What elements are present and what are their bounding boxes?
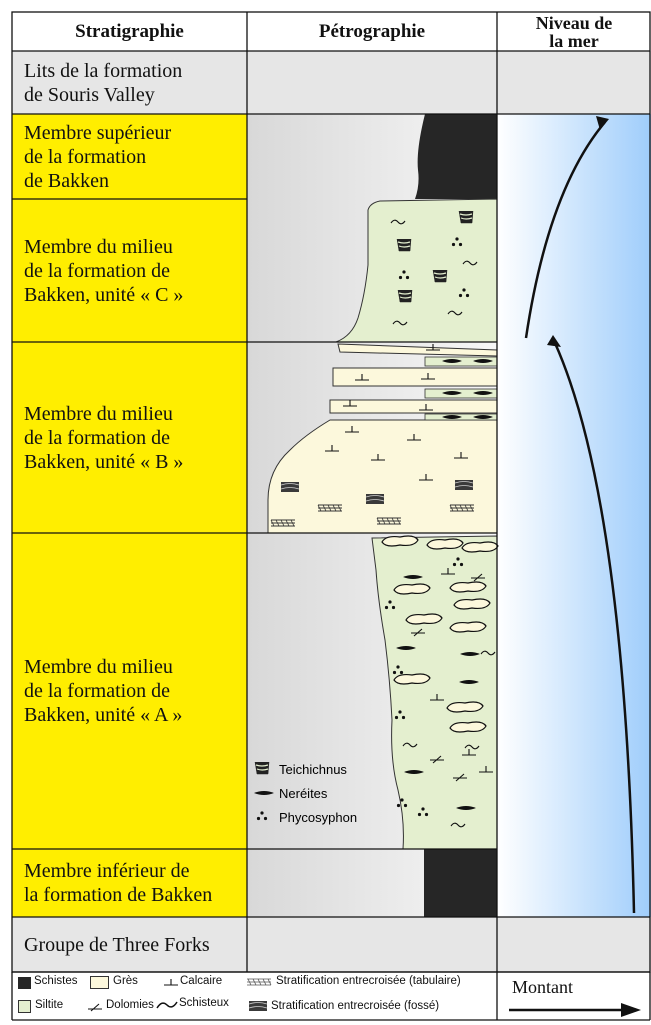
table-grid xyxy=(11,11,651,1021)
header-petrography: Pétrographie xyxy=(247,12,497,51)
unit-souris-valley: Lits de la formation de Souris Valley xyxy=(12,51,247,114)
unit-middle-bakken-b: Membre du milieu de la formation de Bakk… xyxy=(12,342,247,533)
header-sea-level-text: Niveau de la mer xyxy=(535,12,613,51)
legend-sandstone-label: Grès xyxy=(113,975,138,987)
sea-level-arrow-upper xyxy=(596,116,609,130)
legend-dolomite-icon xyxy=(88,1003,102,1012)
petro-souris-row xyxy=(247,51,497,114)
phycosyphon-label: Phycosyphon xyxy=(279,810,357,825)
unit-a-siltstone xyxy=(371,535,498,850)
sea-level-curve-upper xyxy=(524,121,606,339)
legend-siltstone-swatch xyxy=(18,1000,31,1013)
legend-sandstone-swatch xyxy=(90,976,109,989)
teichichnus-icon xyxy=(254,761,270,775)
header-sea-level: Niveau de la mer xyxy=(497,12,651,51)
legend-shale-label: Schistes xyxy=(34,975,78,987)
legend-trough-label: Stratification entrecroisée (fossé) xyxy=(271,1000,440,1012)
rising-arrow-icon xyxy=(509,1003,641,1017)
lower-bakken-shale xyxy=(424,849,497,917)
legend-shale-swatch xyxy=(18,977,31,989)
trace-fossil-legend: Teichichnus Neréites Phycosyphon xyxy=(254,761,357,825)
unit-b-layer-2 xyxy=(332,367,498,387)
unit-middle-bakken-a: Membre du milieu de la formation de Bakk… xyxy=(12,533,247,849)
unit-upper-bakken-label: Membre supérieur de la formation de Bakk… xyxy=(24,121,172,192)
unit-lower-bakken-label: Membre inférieur de la formation de Bakk… xyxy=(24,860,213,906)
unit-three-forks: Groupe de Three Forks xyxy=(12,917,247,972)
legend-limestone-label: Calcaire xyxy=(180,975,223,987)
legend-siltstone-label: Siltite xyxy=(35,999,64,1011)
unit-middle-bakken-a-label: Membre du milieu de la formation de Bakk… xyxy=(24,656,183,726)
unit-souris-valley-label: Lits de la formation de Souris Valley xyxy=(24,59,183,106)
unit-middle-bakken-c: Membre du milieu de la formation de Bakk… xyxy=(12,199,247,342)
unit-c-siltstone xyxy=(335,198,498,343)
unit-lower-bakken: Membre inférieur de la formation de Bakk… xyxy=(12,849,247,917)
unit-middle-bakken-c-label: Membre du milieu de la formation de Bakk… xyxy=(24,235,184,306)
unit-three-forks-label: Groupe de Three Forks xyxy=(24,933,210,956)
legend-shaly-icon xyxy=(156,1001,178,1009)
header-stratigraphy-text: Stratigraphie xyxy=(75,21,184,42)
legend-shaly-label: Schisteux xyxy=(179,997,229,1009)
unit-upper-bakken: Membre supérieur de la formation de Bakk… xyxy=(12,114,247,199)
sea-bottom-row xyxy=(497,917,651,972)
lithology-legend: Schistes Grès Calcaire Stratification en… xyxy=(12,972,497,1020)
sea-level-gradient xyxy=(497,114,651,917)
rising-label: Montant xyxy=(512,977,573,997)
legend-dolomite-label: Dolomies xyxy=(106,999,154,1011)
legend-limestone-icon xyxy=(164,979,178,986)
header-petrography-text: Pétrographie xyxy=(318,21,426,42)
unit-middle-bakken-b-label: Membre du milieu de la formation de Bakk… xyxy=(24,402,184,473)
sea-level-curve-lower xyxy=(553,342,636,914)
rising-legend: Montant xyxy=(497,972,650,1020)
legend-tabular-icon xyxy=(247,978,272,986)
header-stratigraphy: Stratigraphie xyxy=(12,12,247,51)
legend-trough-icon xyxy=(248,1001,268,1011)
upper-bakken-shale xyxy=(415,114,497,199)
sea-level-arrow-lower xyxy=(547,335,561,347)
nereites-label: Neréites xyxy=(279,786,328,801)
legend-tabular-label: Stratification entrecroisée (tabulaire) xyxy=(276,975,461,987)
sea-top-row xyxy=(497,51,651,114)
teichichnus-label: Teichichnus xyxy=(279,762,347,777)
petro-three-forks-row xyxy=(247,917,497,972)
